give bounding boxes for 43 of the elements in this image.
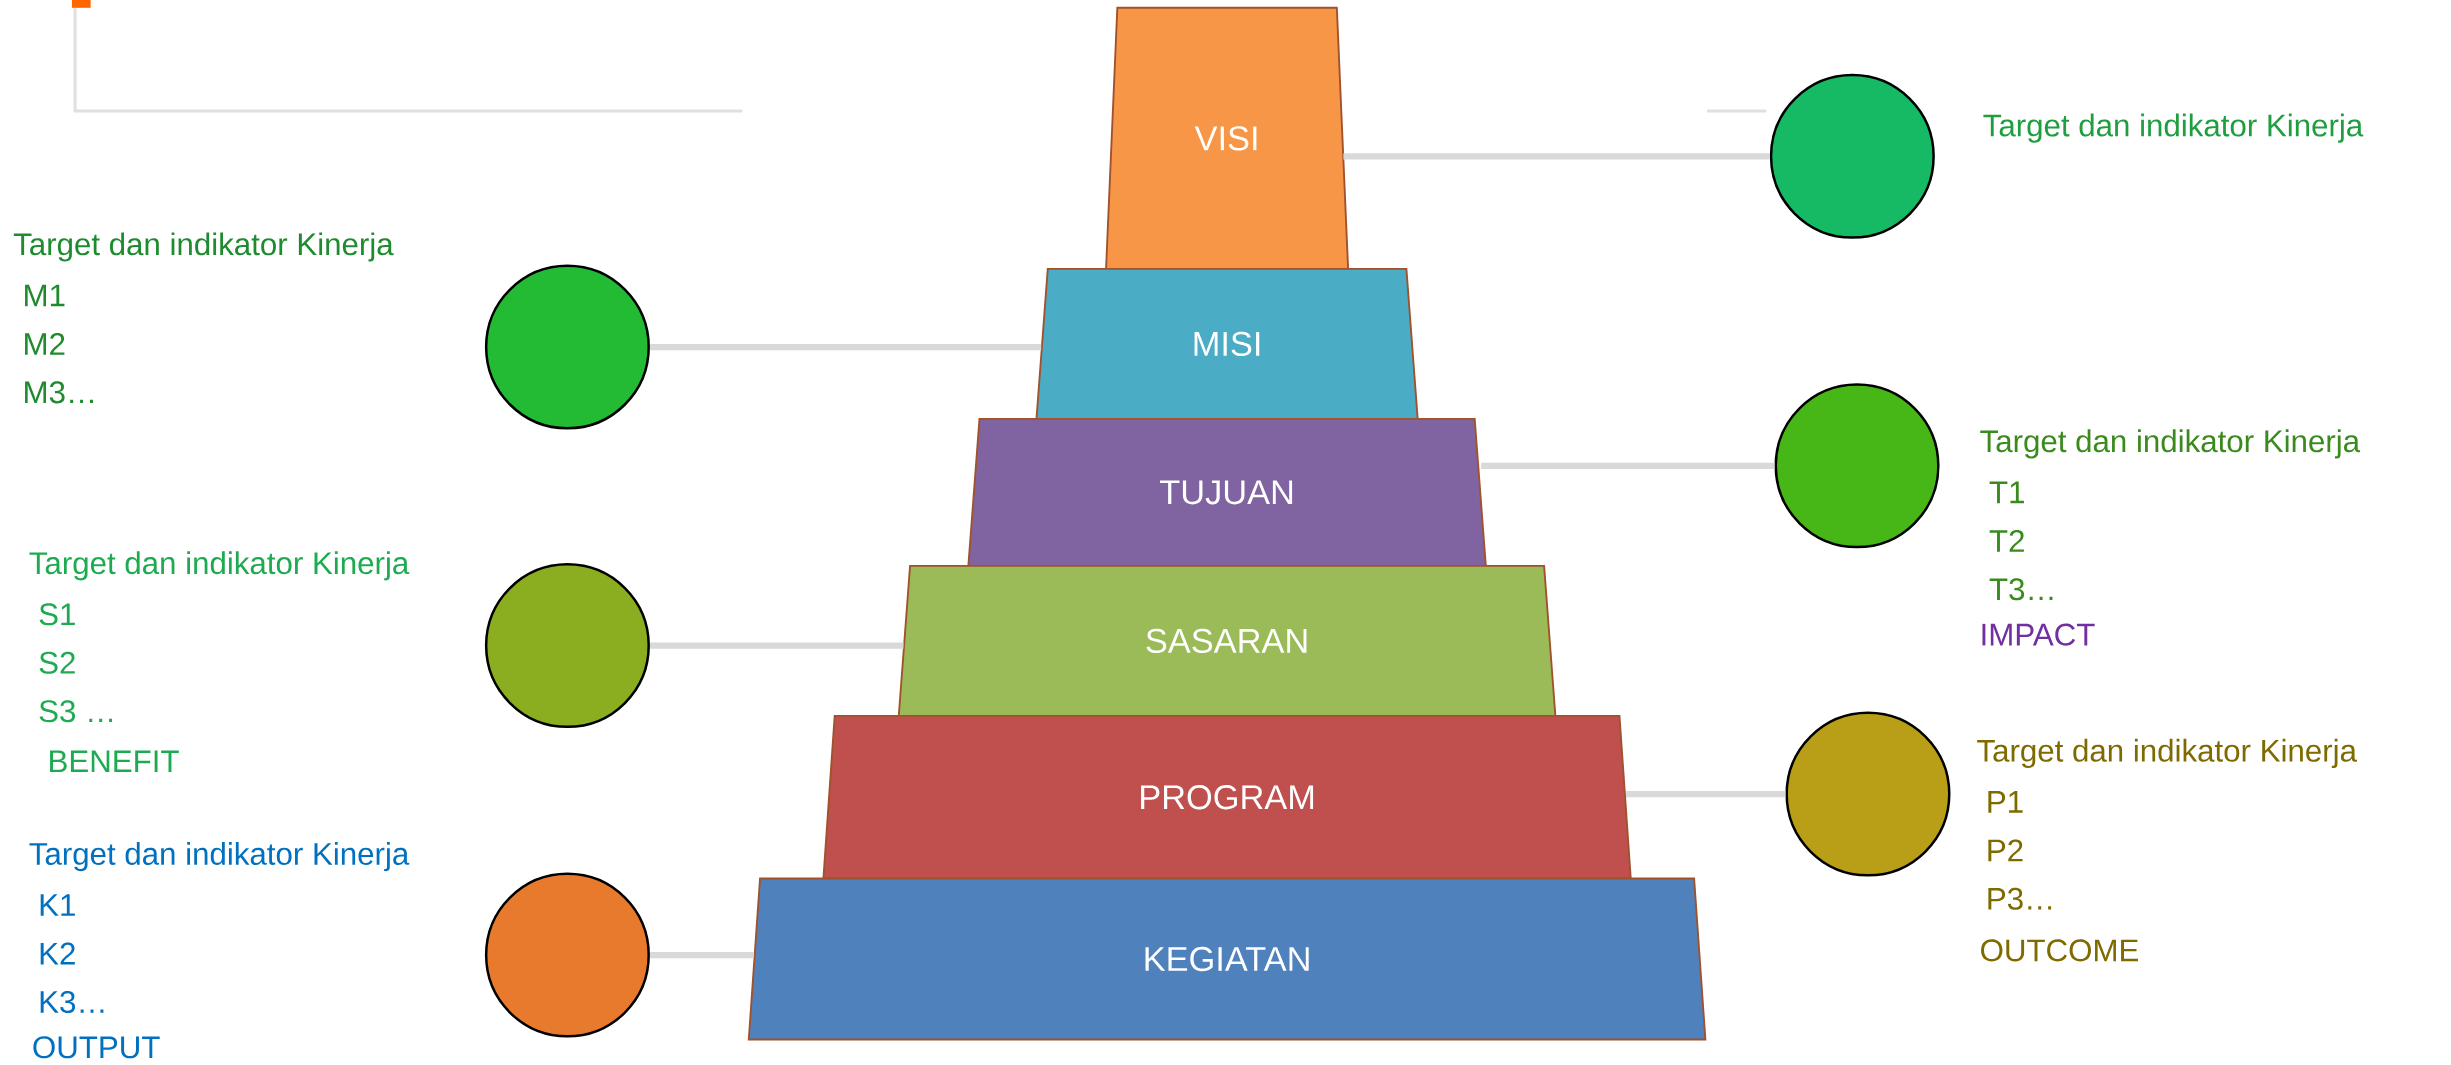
indicator-heading: Target dan indikator Kinerja	[29, 551, 410, 581]
circle	[1769, 74, 1935, 240]
indicator-item: S2	[39, 651, 75, 675]
indicator-item: P3…	[1988, 888, 2052, 911]
category-label: OUTCOME	[1981, 939, 2139, 962]
connector-line	[1626, 791, 1786, 798]
indicator-item: S3 …	[39, 700, 113, 723]
circle	[484, 872, 650, 1038]
indicator-item: M1	[25, 284, 65, 307]
connector-line	[1481, 462, 1775, 470]
indicator-item: K2	[40, 942, 75, 965]
indicator-heading: Target dan indikator Kinerja	[13, 232, 394, 262]
indicator-item: T2	[1989, 530, 2024, 552]
pyramid-band: VISI	[1105, 7, 1350, 271]
indicator-item: P2	[1988, 839, 2023, 862]
connector-line	[649, 344, 1042, 351]
indicator-item: M2	[25, 333, 65, 356]
indicator-item: T1	[1989, 481, 2024, 504]
connector-line	[649, 642, 904, 649]
indicator-heading: Target dan indikator Kinerja	[1983, 113, 2364, 143]
indicator-item: K3…	[40, 991, 104, 1014]
circle	[484, 563, 650, 729]
pyramid-band: PROGRAM	[822, 715, 1632, 880]
category-label: IMPACT	[1982, 623, 2095, 646]
connector-line	[649, 952, 754, 959]
pyramid-band: MISI	[1035, 268, 1419, 421]
indicator-item: M3…	[25, 381, 93, 404]
category-label: BENEFIT	[50, 750, 179, 773]
circle	[1785, 711, 1951, 877]
pyramid-band: SASARAN	[897, 565, 1557, 718]
pyramid-band: TUJUAN	[967, 418, 1487, 568]
indicator-heading: Target dan indikator Kinerja	[1977, 739, 2357, 769]
indicator-item: K1	[40, 894, 75, 917]
indicator-item: S1	[39, 603, 75, 626]
connector-line	[1343, 153, 1770, 160]
circle	[1774, 383, 1940, 549]
indicator-item: P1	[1988, 791, 2023, 813]
indicator-item: T3…	[1989, 578, 2053, 601]
circle	[484, 264, 650, 430]
indicator-heading: Target dan indikator Kinerja	[1980, 429, 2361, 459]
indicator-heading: Target dan indikator Kinerja	[29, 842, 410, 872]
pyramid-band: KEGIATAN	[747, 877, 1707, 1041]
category-label: OUTPUT	[33, 1036, 160, 1059]
